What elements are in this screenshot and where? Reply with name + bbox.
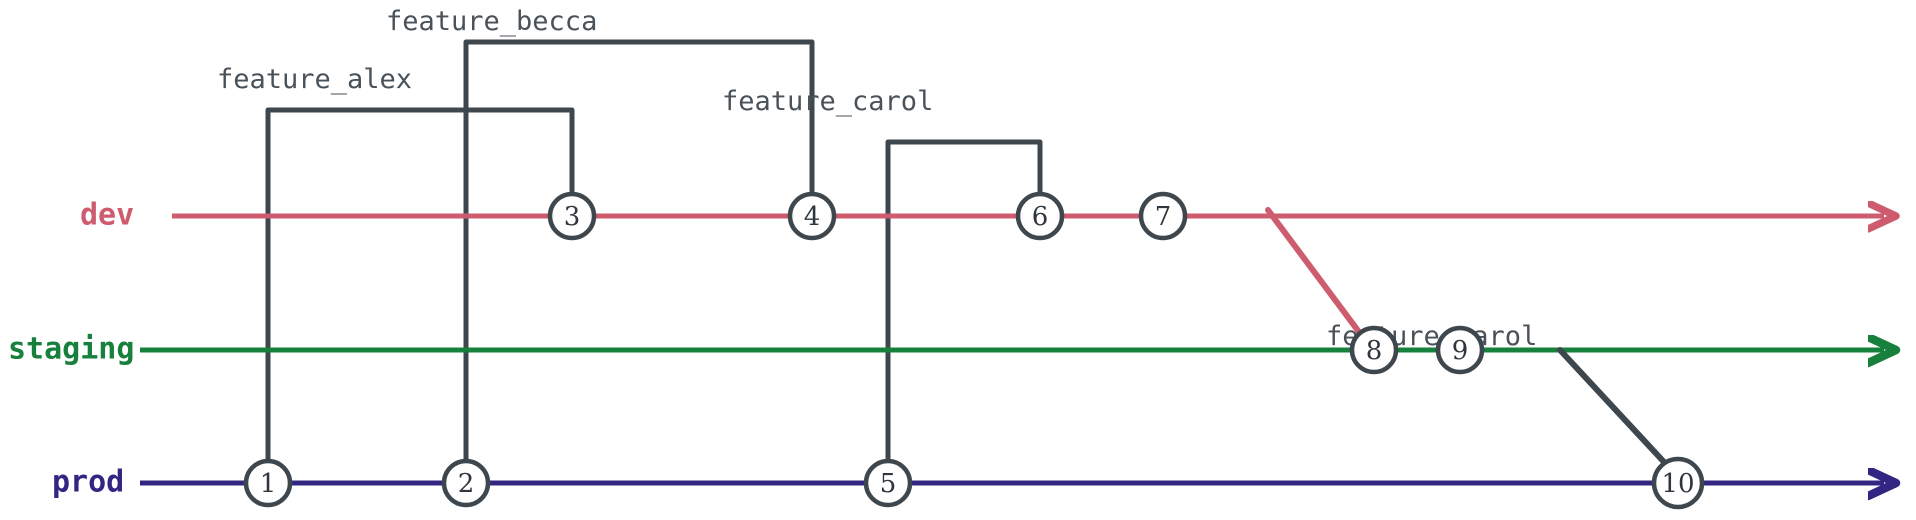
commit-node-2[interactable]: 2 [441,458,491,508]
commit-node-5-label: 5 [880,469,897,499]
commit-node-1[interactable]: 1 [243,458,293,508]
commit-node-4[interactable]: 4 [787,191,837,241]
branch-paths-group [265,39,1043,486]
commit-node-4-label: 4 [804,202,821,232]
commit-node-8[interactable]: 8 [1349,325,1399,375]
branch-label-feature-carol: feature_carol [722,86,933,117]
lane-lines-group [140,216,1884,483]
branch-label-feature-alex: feature_alex [217,64,412,95]
commit-node-10[interactable]: 10 [1651,456,1705,510]
commit-node-6-label: 6 [1032,202,1049,232]
commit-node-7-label: 7 [1155,202,1172,232]
branch-label-feature-becca: feature_becca [386,6,597,37]
commit-node-7[interactable]: 7 [1138,191,1188,241]
commit-node-5[interactable]: 5 [863,458,913,508]
commit-node-6[interactable]: 6 [1015,191,1065,241]
branch-path-feature-carol [885,139,1043,486]
merge-line-dev-to-staging [1265,207,1365,339]
lane-label-staging: staging [8,332,134,367]
merge-lines-group [1265,207,1667,465]
commit-nodes-group: 1 2 3 4 5 6 7 [243,191,1705,510]
branch-path-feature-carol-staging-to-prod [1557,347,1667,465]
commit-node-8-label: 8 [1366,336,1383,366]
commit-node-9[interactable]: 9 [1435,325,1485,375]
branch-path-feature-alex [265,107,575,486]
commit-node-1-label: 1 [260,469,277,499]
commit-node-3-label: 3 [564,202,581,232]
commit-node-10-label: 10 [1661,469,1694,499]
branch-path-feature-becca [463,39,815,486]
lane-label-dev: dev [80,198,134,233]
commit-node-9-label: 9 [1452,336,1469,366]
commit-node-3[interactable]: 3 [547,191,597,241]
branch-labels-group: feature_alex feature_becca feature_carol… [217,6,1537,352]
lane-label-prod: prod [52,465,124,500]
lane-labels-group: dev staging prod [8,198,134,500]
commit-node-2-label: 2 [458,469,475,499]
